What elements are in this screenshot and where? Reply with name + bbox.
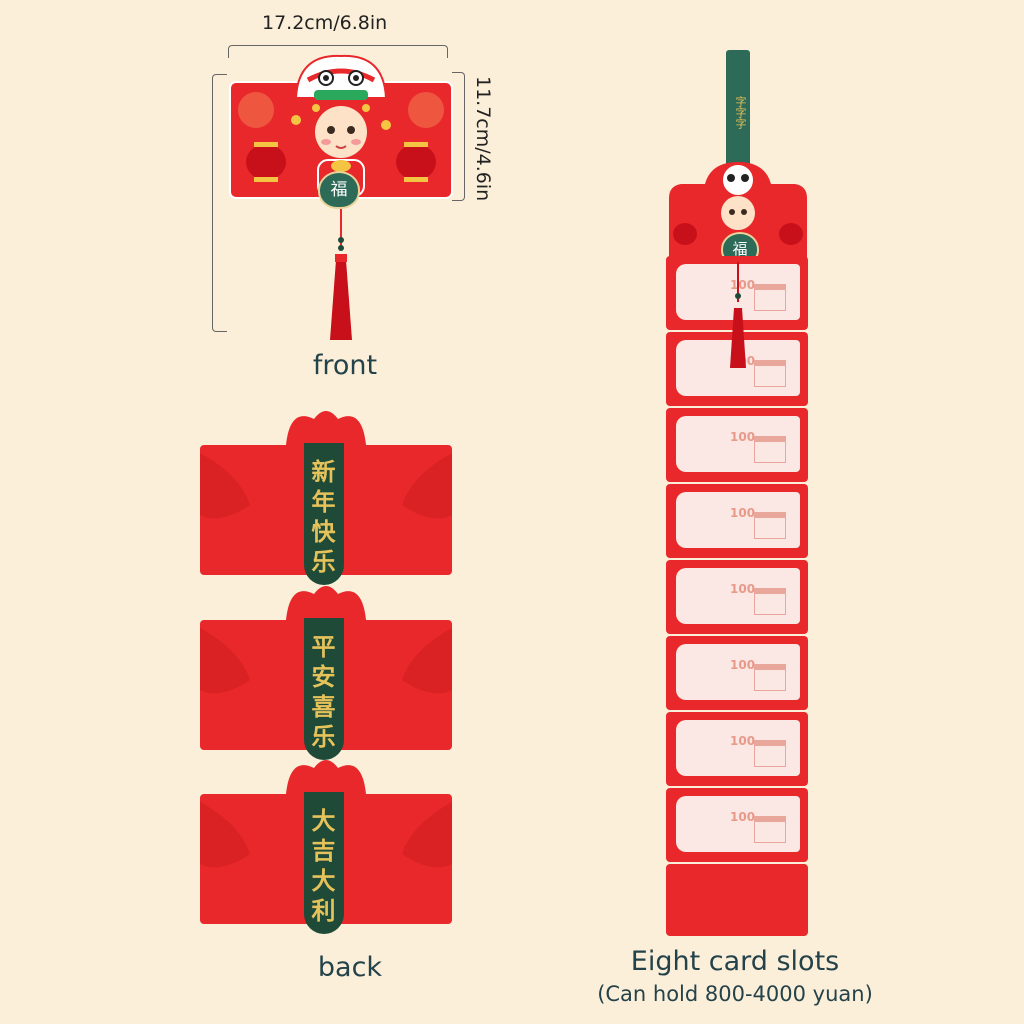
lantern-left-icon <box>246 142 286 182</box>
banknote: 100 <box>676 568 800 624</box>
greeting-text: 新年快乐 <box>307 459 336 579</box>
banknote-building-icon <box>754 664 786 691</box>
banknote-building-icon <box>754 512 786 539</box>
card-slot: 100 <box>666 788 808 862</box>
lantern-right-icon <box>396 142 436 182</box>
hanger-subtitle: (Can hold 800-4000 yuan) <box>597 982 873 1006</box>
banknote-building-icon <box>754 284 786 311</box>
green-band <box>304 618 344 760</box>
banknote: 100 <box>676 492 800 548</box>
card-slot: 100 <box>666 636 808 710</box>
banknote-value: 100 <box>730 506 756 520</box>
banknote-building-icon <box>754 816 786 843</box>
hanger-title: Eight card slots <box>630 946 840 977</box>
card-slot: 100 <box>666 484 808 558</box>
banknote-value: 100 <box>730 278 756 292</box>
banknote-building-icon <box>754 436 786 463</box>
green-band <box>304 792 344 934</box>
height-dimension-label: 11.7cm/4.6in <box>472 76 494 202</box>
back-envelope-2: 平安喜乐 <box>200 580 452 760</box>
back-caption: back <box>317 952 383 983</box>
banknote: 100 <box>676 720 800 776</box>
card-slot: 100 <box>666 712 808 786</box>
height-dimension-line <box>452 72 465 201</box>
banknote-building-icon <box>754 588 786 615</box>
strap-text: 字字字 <box>734 96 747 129</box>
banknote-building-icon <box>754 740 786 767</box>
front-fu-charm: 福 <box>318 171 360 209</box>
banknote-value: 100 <box>730 734 756 748</box>
banknote-value: 100 <box>730 582 756 596</box>
card-slot: 100 <box>666 408 808 482</box>
hanger-header <box>669 162 807 258</box>
depth-dimension-line <box>212 74 227 332</box>
banknote-value: 100 <box>730 810 756 824</box>
lion-dance-head-icon <box>294 54 388 100</box>
width-dimension-label: 17.2cm/6.8in <box>262 12 388 34</box>
hanger-tassel-icon <box>730 262 746 368</box>
card-slot: 100 <box>666 560 808 634</box>
front-caption: front <box>312 350 378 381</box>
banknote-value: 100 <box>730 430 756 444</box>
banknote: 100 <box>676 644 800 700</box>
banknote: 100 <box>676 416 800 472</box>
empty-bottom-pocket <box>666 864 808 936</box>
banknote-value: 100 <box>730 658 756 672</box>
greeting-text: 平安喜乐 <box>307 634 336 754</box>
green-band <box>304 443 344 585</box>
cloud-decoration <box>238 92 274 128</box>
greeting-text: 大吉大利 <box>307 808 336 928</box>
back-envelope-3: 大吉大利 <box>200 754 452 934</box>
card-slots-column: 100100100100100100100100 <box>666 256 808 936</box>
hanger-strap <box>726 50 750 170</box>
width-dimension-line <box>228 45 448 58</box>
back-envelope-1: 新年快乐 <box>200 405 452 585</box>
banknote: 100 <box>676 796 800 852</box>
tassel-icon <box>330 260 352 340</box>
banknote-building-icon <box>754 360 786 387</box>
